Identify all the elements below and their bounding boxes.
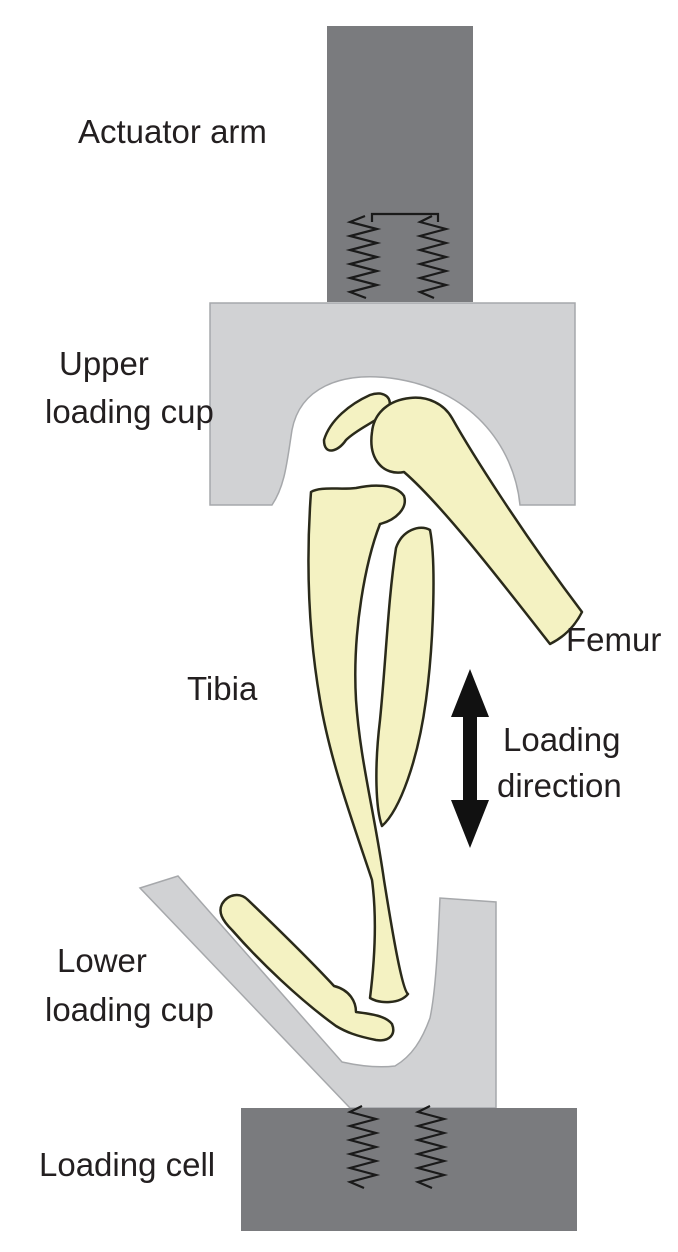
label-tibia: Tibia — [187, 670, 258, 707]
actuator-arm-block — [327, 26, 473, 302]
label-loading-direction-line1: Loading — [503, 721, 620, 758]
upper-spring-right — [415, 215, 451, 300]
label-femur: Femur — [566, 621, 661, 658]
label-loading-cell: Loading cell — [39, 1146, 215, 1183]
upper-loading-cup — [209, 302, 576, 506]
foot-bone — [219, 893, 395, 1042]
label-actuator-arm: Actuator arm — [78, 113, 267, 150]
femur-bone — [370, 396, 584, 646]
upper-spring-connector — [370, 212, 440, 222]
lower-spring-right — [413, 1105, 449, 1190]
tibia-bone — [307, 484, 410, 1004]
label-upper-cup-line1: Upper — [59, 345, 149, 382]
label-lower-cup-line2: loading cup — [45, 991, 214, 1028]
lower-loading-cup — [138, 875, 497, 1109]
upper-spring-left — [345, 214, 382, 300]
lower-spring-left — [345, 1105, 381, 1190]
loading-direction-arrow — [451, 669, 489, 848]
fibula-bone — [375, 526, 435, 828]
loading-cell-block — [241, 1108, 577, 1231]
label-lower-cup-line1: Lower — [57, 942, 147, 979]
label-upper-cup-line2: loading cup — [45, 393, 214, 430]
label-loading-direction-line2: direction — [497, 767, 622, 804]
